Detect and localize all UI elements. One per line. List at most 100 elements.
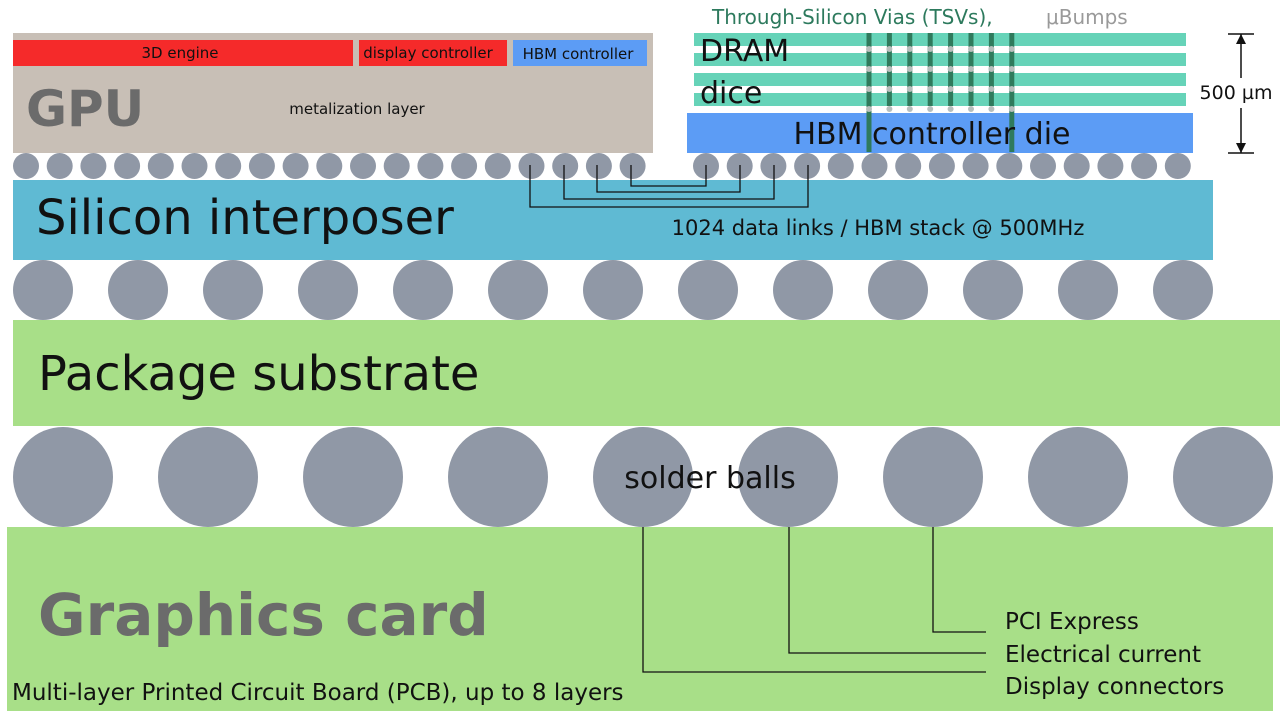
c4-bump <box>678 260 738 320</box>
microbump <box>13 153 39 179</box>
microbump <box>80 153 107 179</box>
tsv-microbump <box>927 66 934 72</box>
tsv-microbump <box>1008 106 1015 112</box>
microbump <box>215 153 242 179</box>
solder-ball <box>883 427 983 527</box>
dram-label-line1: DRAM <box>700 34 789 69</box>
graphics-card-pcb <box>7 527 1273 711</box>
gpu-block-display-controller <box>359 40 507 66</box>
tsv-microbump <box>968 106 974 112</box>
gpu-block-hbm-controller-label: HBM controller <box>523 45 635 63</box>
solder-ball-row <box>13 427 1273 527</box>
tsv-microbump <box>968 86 974 92</box>
tsv-group <box>866 33 1015 152</box>
c4-bump <box>393 260 453 320</box>
hbm-controller-die <box>687 113 1193 153</box>
tsv-microbump <box>988 66 995 72</box>
solder-ball <box>303 427 403 527</box>
dram-layer <box>694 73 1186 86</box>
microbump <box>1164 153 1191 179</box>
c4-bump-row <box>13 260 1213 320</box>
tsv-microbump <box>968 66 974 72</box>
dram-label-line2: dice <box>700 76 762 111</box>
silicon-interposer <box>13 180 1213 260</box>
microbump <box>518 153 545 179</box>
data-link-traces <box>529 165 809 208</box>
microbump <box>350 153 376 179</box>
gpu-block-hbm-controller <box>513 40 647 66</box>
gpu-block-3d-engine <box>13 40 353 66</box>
tsv-microbump <box>988 86 995 92</box>
metalization-layer-label: metalization layer <box>289 100 425 118</box>
data-links-label: 1024 data links / HBM stack @ 500MHz <box>672 216 1085 240</box>
height-label: 500 µm <box>1200 82 1273 104</box>
microbump <box>417 153 444 179</box>
tsv-microbump <box>927 86 934 92</box>
solder-ball <box>158 427 258 527</box>
interposer-label: Silicon interposer <box>36 190 454 246</box>
height-dimension <box>1228 33 1254 154</box>
microbump <box>895 153 922 179</box>
tsv-microbump <box>947 106 954 112</box>
solder-ball <box>448 427 548 527</box>
tsv-microbump <box>947 86 954 92</box>
microbump <box>1131 153 1158 179</box>
dram-layer <box>694 93 1186 106</box>
tsv-microbump <box>866 46 872 52</box>
tsv-microbump <box>866 86 872 92</box>
microbump <box>1097 153 1124 179</box>
package-substrate <box>13 320 1280 426</box>
tsv-microbump <box>866 66 872 72</box>
microbump <box>585 153 612 179</box>
microbump <box>248 153 275 179</box>
tsv-microbump <box>906 106 913 112</box>
package-substrate-label: Package substrate <box>38 346 479 402</box>
c4-bump <box>108 260 168 320</box>
microbump <box>861 153 888 179</box>
c4-bump <box>203 260 263 320</box>
tsv-microbump <box>886 66 893 72</box>
microbump <box>383 153 410 179</box>
tsv-microbump <box>968 46 974 52</box>
gpu-block-3d-engine-label: 3D engine <box>141 44 218 62</box>
microbump <box>484 153 511 179</box>
solder-ball <box>1173 427 1273 527</box>
tsv <box>866 33 872 152</box>
graphics-card-label: Graphics card <box>38 581 489 649</box>
dram-layer <box>694 53 1186 66</box>
tsv-microbump <box>927 106 934 112</box>
gpu-block-display-controller-label: display controller <box>363 44 493 62</box>
dram-layer <box>694 33 1186 46</box>
microbump-row <box>13 153 1191 179</box>
microbump <box>114 153 141 179</box>
tsv-microbump <box>988 106 995 112</box>
tsv-microbump <box>1008 66 1015 72</box>
microbump <box>794 153 821 179</box>
microbump <box>1063 153 1090 179</box>
gpu-label: GPU <box>26 80 144 138</box>
c4-bump <box>1058 260 1118 320</box>
tsv-microbump <box>947 46 954 52</box>
electrical-current-label: Electrical current <box>1005 642 1201 668</box>
microbump <box>46 153 73 179</box>
tsv-microbump <box>886 86 893 92</box>
c4-bump <box>963 260 1023 320</box>
microbump <box>996 153 1023 179</box>
tsv-microbump <box>1008 46 1015 52</box>
microbump <box>619 153 646 179</box>
tsv-microbump <box>988 46 995 52</box>
pci-express-label: PCI Express <box>1005 609 1139 635</box>
tsv-microbump <box>927 46 934 52</box>
microbump <box>928 153 955 179</box>
c4-bump <box>583 260 643 320</box>
display-connectors-label: Display connectors <box>1005 674 1224 700</box>
ubumps-label: μBumps <box>1046 5 1128 29</box>
c4-bump <box>298 260 358 320</box>
tsv-microbump <box>906 46 913 52</box>
solder-ball <box>1028 427 1128 527</box>
solder-ball <box>738 427 838 527</box>
c4-bump <box>868 260 928 320</box>
dram-layers <box>694 33 1186 106</box>
microbump <box>962 153 989 179</box>
tsv-microbump <box>906 86 913 92</box>
